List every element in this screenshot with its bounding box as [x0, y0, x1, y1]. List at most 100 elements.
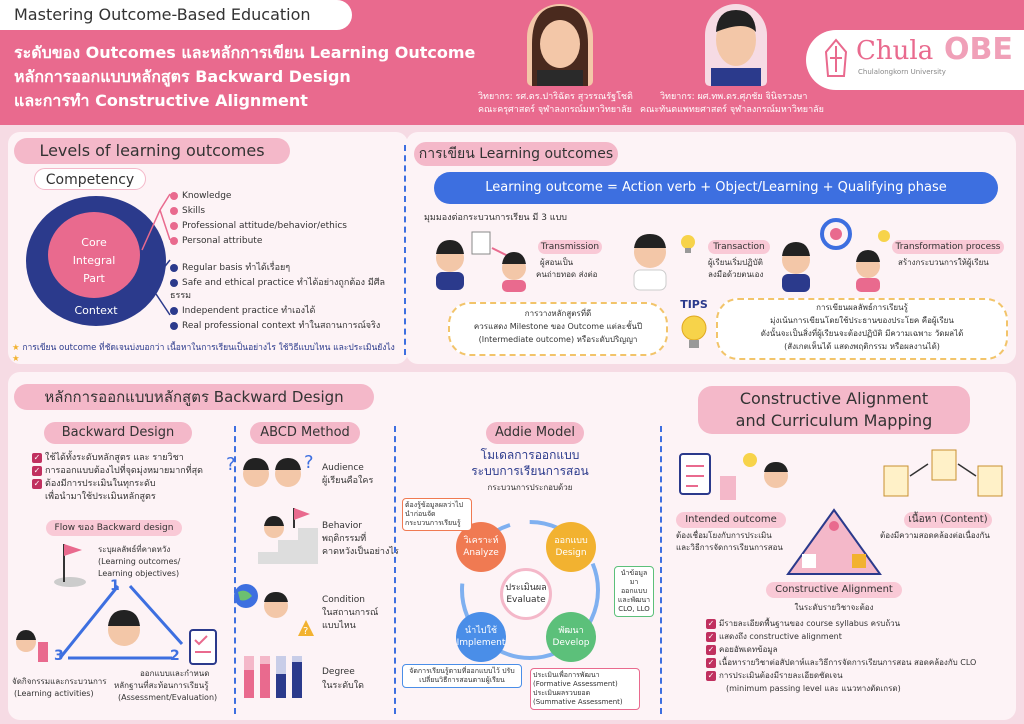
backward-title: Backward Design	[44, 422, 192, 444]
transaction-desc-1: ผู้เรียนเริ่มปฏิบัติ	[708, 258, 763, 267]
ca-check-item: ✓มีรายละเอียดพื้นฐานของ course syllabus …	[706, 618, 901, 629]
abcd-a2: ผู้เรียนคือใคร	[322, 476, 374, 486]
addie-implement: นำไปใช้Implement	[456, 612, 506, 662]
content-desc: ต้องมีความสอดคล้องต่อเนื่องกัน	[880, 531, 990, 540]
speaker1-org: คณะครุศาสตร์ จุฬาลงกรณ์มหาวิทยาลัย	[478, 105, 632, 115]
addie-title: Addie Model	[486, 422, 584, 444]
check-item: ✓ต้องมีการประเมินในทุกระดับ	[32, 478, 156, 489]
condition-illustration: ?	[234, 584, 314, 637]
abcd-d2: ในระดับใด	[322, 681, 365, 691]
student-icon	[16, 630, 48, 662]
context-item: Independent practice ทำเองได้	[170, 305, 406, 318]
star-icon: ★	[12, 354, 20, 364]
transformation-illustration	[782, 218, 890, 292]
addie-cycle-arrows	[460, 520, 600, 660]
addie-sub-3: กระบวนการประกอบด้วย	[487, 483, 573, 492]
checkbox-icon: ✓	[706, 670, 716, 681]
core-label: Core	[81, 236, 107, 249]
backward-checks: ✓ใช้ได้ทั้งระดับหลักสูตร และ รายวิชา ✓กา…	[32, 452, 242, 504]
checkbox-icon: ✓	[32, 478, 42, 489]
intended-desc-2: และวิธีการจัดการเรียนการสอน	[676, 543, 783, 552]
logo-sub: Chulalongkorn University	[858, 68, 946, 76]
tip-left-1: การวางหลักสูตรที่ดี	[524, 309, 592, 318]
part-item: Skills	[170, 205, 406, 218]
note-implement: จัดการเรียนรู้ตามที่ออกแบบไว้ ปรับเปลี่ย…	[402, 664, 522, 688]
ca-check-item: ✓เนื้อหารายวิชาต่อสัปดาห์และวิธีการจัดกา…	[706, 657, 977, 668]
transaction-label: Transaction	[708, 240, 770, 254]
clipboard-icon	[189, 629, 217, 665]
formula-bar: Learning outcome = Action verb + Object/…	[434, 172, 998, 204]
tip-right-3: ดังนั้นจะเป็นสิ่งที่ผู้เรียนจะต้องปฏิบัต…	[760, 329, 964, 338]
logo-area	[806, 30, 1024, 90]
step2-c: (Assessment/Evaluation)	[118, 693, 218, 702]
logo-obe: OBE	[944, 32, 1013, 67]
note-design: นำข้อมูลมาออกแบบและพัฒนา CLO, LLO	[614, 566, 654, 617]
tip-right-4: (สังเกตเห็นได้ แสดงพฤติกรรม หรือผลงานได้…	[784, 342, 940, 351]
step-num-2: 2	[170, 648, 180, 664]
transformation-label: Transformation process	[892, 240, 1004, 254]
levels-title: Levels of learning outcomes	[14, 138, 290, 164]
title-line-1: ระดับของ Outcomes และหลักการเขียน Learni…	[14, 43, 476, 62]
part-label: Part	[83, 272, 105, 285]
note-evaluate: ประเมินเพื่อการพัฒนา(Formative Assessmen…	[530, 668, 640, 710]
check-item-cont: เพื่อนำมาใช้ประเมินหลักสูตร	[45, 492, 156, 502]
step-num-3: 3	[54, 648, 64, 664]
context-label: Context	[74, 304, 118, 317]
step3-a: จัดกิจกรรมและกระบวนการ	[12, 677, 107, 686]
tip-left-3: (Intermediate outcome) หรือระดับปริญญา	[478, 335, 638, 344]
abcd-c3: แบบไหน	[322, 621, 356, 631]
divider	[234, 426, 236, 714]
transaction-desc-2: ลงมือด้วยตนเอง	[708, 270, 764, 279]
step1-a: ระบุผลลัพธ์ที่คาดหวัง	[98, 545, 171, 554]
abcd-d1: Degree	[322, 667, 355, 677]
competency-label: Competency	[34, 168, 146, 190]
abcd-c2: ในสถานการณ์	[322, 608, 379, 618]
ca-check-item: ✓แสดงถึง constructive alignment	[706, 631, 842, 642]
alignment-triangle	[786, 508, 882, 575]
speaker2-org: คณะทันตแพทยศาสตร์ จุฬาลงกรณ์มหาวิทยาลัย	[640, 105, 824, 115]
part-item: Knowledge	[170, 190, 406, 203]
flow-triangle	[58, 584, 184, 660]
transaction-illustration	[633, 234, 695, 291]
abcd-c1: Condition	[322, 595, 365, 605]
flag-icon	[54, 544, 86, 587]
checkbox-icon: ✓	[32, 452, 42, 463]
stairs-flag-illustration	[238, 508, 318, 564]
abcd-b2: พฤติกรรมที่	[322, 534, 367, 544]
svg-text:?: ?	[304, 452, 314, 473]
tip-right-2: มุ่งเน้นการเขียนโดยใช้ประธานของประโยค คื…	[770, 316, 954, 325]
step3-b: (Learning activities)	[14, 689, 94, 698]
backward-section-title: หลักการออกแบบหลักสูตร Backward Design	[14, 384, 374, 410]
views-label: มุมมองต่อกระบวนการเรียน มี 3 แบบ	[424, 213, 568, 223]
speaker1-name: วิทยากร: รศ.ดร.ปาริฉัตร สุวรรณรัฐโชติ	[478, 92, 633, 102]
abcd-b3: คาดหวังเป็นอย่างไร	[322, 547, 399, 557]
svg-text:?: ?	[226, 454, 236, 475]
transmission-desc-2: คนถ่ายทอด ส่งต่อ	[536, 270, 598, 279]
speaker2-name: วิทยากร: ผศ.ทพ.ดร.ศุภชัย จินิจรวงษา	[660, 92, 808, 102]
degree-bars-icon	[244, 656, 302, 698]
star-icon: ★	[12, 343, 20, 353]
step1-b: (Learning outcomes/	[98, 557, 181, 566]
checkbox-icon: ✓	[706, 631, 716, 642]
check-item: ✓การออกแบบต้องไปที่จุดมุ่งหมายมากที่สุด	[32, 465, 203, 476]
ca-desc: ในระดับรายวิชาจะต้อง	[794, 603, 874, 612]
audience-illustration: ? ?	[226, 452, 314, 487]
core-circle	[48, 212, 140, 298]
tip-left-box	[448, 302, 668, 356]
svg-text:?: ?	[303, 626, 308, 637]
divider	[404, 145, 406, 355]
transmission-label: Transmission	[538, 240, 602, 254]
intended-illustration	[679, 453, 788, 500]
divider	[394, 426, 396, 714]
flow-label: Flow ของ Backward design	[46, 520, 182, 536]
transmission-illustration	[436, 231, 526, 292]
intended-label: Intended outcome	[676, 512, 786, 528]
tip-right-1: การเขียนผลลัพธ์การเรียนรู้	[816, 303, 908, 312]
title-line-3: และการทำ Constructive Alignment	[14, 91, 308, 110]
divider	[660, 426, 662, 714]
checkbox-icon: ✓	[706, 657, 716, 668]
